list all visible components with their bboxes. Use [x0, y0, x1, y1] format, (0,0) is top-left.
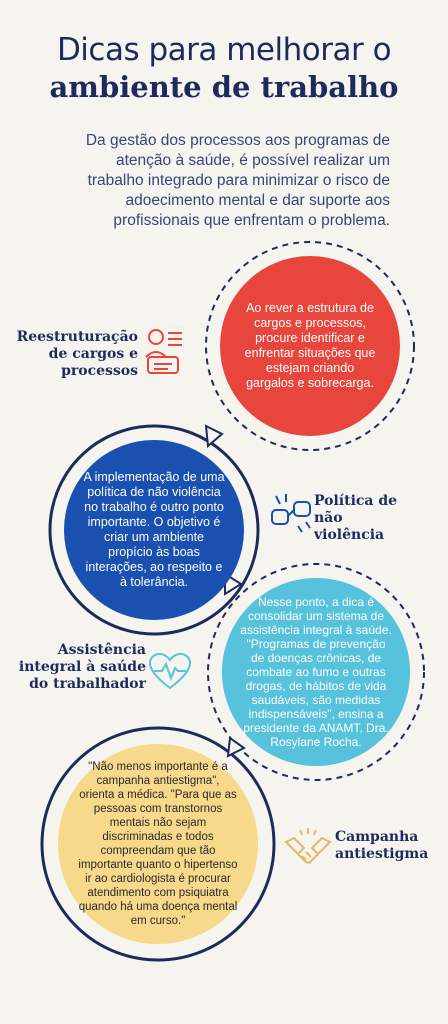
tip-text-3: Nesse ponto, a dica é consolidar um sist… — [240, 595, 392, 749]
arrow-head-1 — [204, 424, 224, 449]
tip-text-1: Ao rever a estrutura de cargos e process… — [244, 301, 376, 390]
org-chart-icon — [145, 329, 182, 374]
heart-pulse-icon — [148, 652, 192, 690]
solid-ring-4 — [40, 726, 276, 962]
tip-circle-4: "Não menos importante é a campanha antie… — [58, 744, 258, 944]
tip-label-1: Reestruturação de cargos e processos — [16, 329, 138, 379]
tip-label-2: Política de não violência — [314, 493, 398, 543]
dashed-ring-1 — [205, 241, 415, 451]
arrow-head-3 — [226, 736, 246, 758]
connector-lines — [40, 241, 425, 962]
dashed-ring-3 — [207, 563, 425, 781]
tip-circle-3: Nesse ponto, a dica é consolidar um sist… — [222, 578, 410, 766]
solid-ring-2 — [48, 424, 260, 636]
fist-bump-icon — [271, 494, 311, 533]
tip-label-4: Campanha antiestigma — [335, 829, 429, 862]
intro-text: Da gestão dos processos aos programas de… — [85, 132, 390, 229]
tip-text-4: "Não menos importante é a campanha antie… — [78, 761, 238, 927]
tip-label-3: Assistência integral à saúde do trabalha… — [18, 642, 146, 692]
tip-circle-1: Ao rever a estrutura de cargos e process… — [220, 256, 400, 436]
handshake-icon — [284, 828, 332, 864]
title-line-2: ambiente de trabalho — [49, 70, 399, 104]
tip-text-2: A implementação de uma política de não v… — [83, 470, 225, 589]
tip-circle-2: A implementação de uma política de não v… — [64, 440, 244, 620]
title-line-1: Dicas para melhorar o — [56, 32, 392, 68]
